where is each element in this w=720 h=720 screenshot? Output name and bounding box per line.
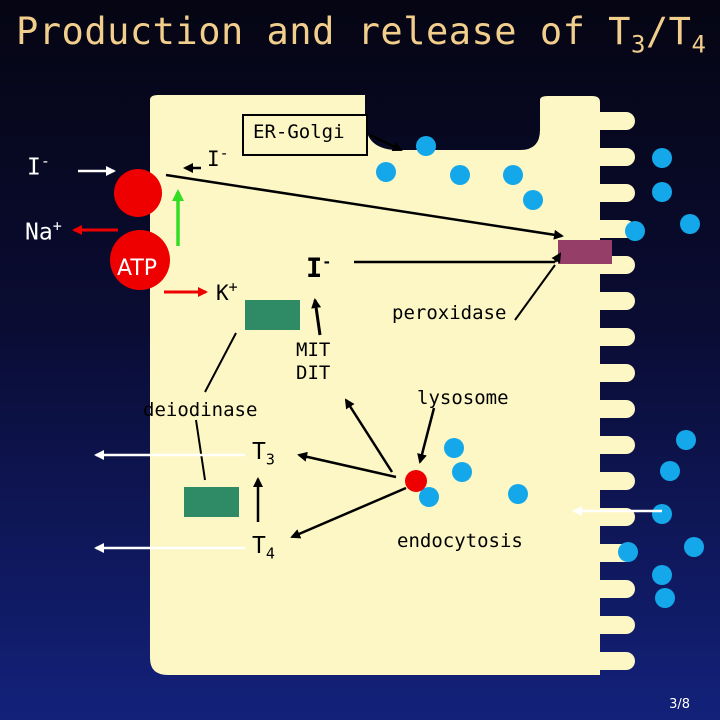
label-atp: ATP	[117, 256, 158, 281]
mit-dit-arrow	[311, 298, 322, 336]
microvilli	[585, 112, 635, 670]
enzyme-box-upper	[245, 300, 300, 330]
lysosome-pointer	[417, 407, 436, 464]
label-peroxidase: peroxidase	[392, 302, 507, 324]
nis-transporter	[114, 169, 162, 217]
label-t3: T3	[252, 439, 275, 469]
label-lysosome: lysosome	[417, 387, 509, 409]
label-sodium: Na+	[25, 217, 62, 246]
label-mit: MIT	[296, 339, 331, 361]
deiodinase-line	[204, 332, 237, 393]
page-number: 3/8	[669, 697, 690, 712]
label-t4: T4	[252, 533, 275, 563]
peroxidase-line	[514, 264, 556, 321]
label-potassium: K+	[216, 278, 238, 305]
colloid-droplets	[376, 136, 704, 608]
slide-title: Production and release of T3/T4	[16, 10, 707, 59]
lysosome-to-mit-arrow	[344, 398, 394, 473]
lysosome-to-t3-arrow	[297, 451, 397, 479]
er-golgi-arrow	[369, 133, 403, 152]
na-k-atpase	[110, 230, 170, 290]
deiodinase-line-lower	[195, 419, 206, 481]
label-iodide-outside: I-	[27, 152, 50, 181]
lysosome-to-t4-arrow	[290, 486, 407, 539]
deiodinase-box	[184, 487, 239, 517]
label-er-golgi: ER-Golgi	[253, 121, 345, 143]
peroxidase-box	[558, 240, 612, 264]
label-iodide-inside: I-	[207, 144, 229, 171]
label-deiodinase: deiodinase	[143, 399, 258, 421]
cell-body	[150, 95, 600, 675]
iodide-to-peroxidase-arrowhead	[551, 252, 562, 264]
label-dit: DIT	[296, 362, 331, 384]
lysosome-dot	[405, 470, 427, 492]
er-golgi-box	[242, 114, 368, 156]
iodide-cross-arrow	[165, 173, 564, 240]
label-iodide-center: I-	[306, 253, 332, 284]
label-endocytosis: endocytosis	[397, 530, 523, 552]
